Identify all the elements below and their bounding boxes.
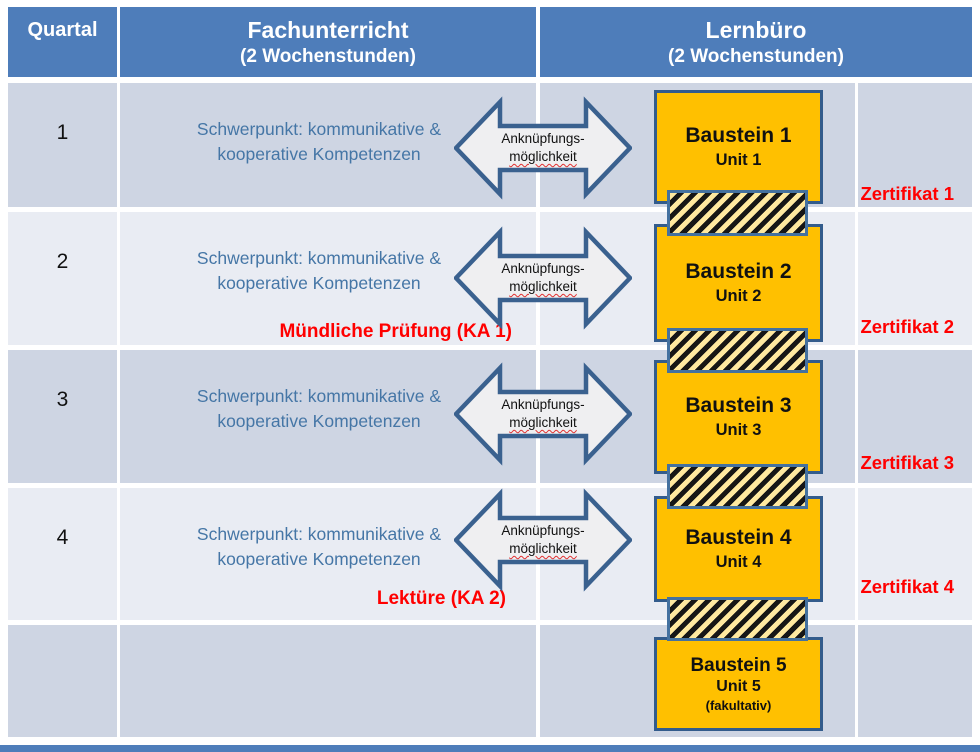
row5-fach-cell <box>120 625 536 737</box>
row3-cert-cell: Zertifikat 3 <box>858 350 972 483</box>
link-arrow-row2: Anknüpfungs- möglichkeit <box>454 220 632 336</box>
row2-quartal-cell: 2 <box>8 212 117 345</box>
link-arrow-row3: Anknüpfungs- möglichkeit <box>454 356 632 472</box>
baustein-box-4: Baustein 4 Unit 4 <box>654 496 823 602</box>
certificate-label-3: Zertifikat 3 <box>860 452 954 473</box>
row5-cert-cell <box>858 625 972 737</box>
hatch-connector-2 <box>667 328 808 373</box>
header-lern-sub: (2 Wochenstunden) <box>668 46 844 67</box>
row2-number: 2 <box>56 250 69 273</box>
row4-number: 4 <box>56 526 69 549</box>
row3-number: 3 <box>56 388 69 411</box>
double-arrow-icon <box>454 226 632 330</box>
header-cell-fachunterricht: Fachunterricht (2 Wochenstunden) <box>120 7 536 77</box>
arrow-label: Anknüpfungs- möglichkeit <box>501 261 585 294</box>
arrow-label: Anknüpfungs- möglichkeit <box>501 523 585 556</box>
row2-focus-text: Schwerpunkt: kommunikative & kooperative… <box>196 248 442 293</box>
double-arrow-icon <box>454 362 632 466</box>
arrow-label: Anknüpfungs- möglichkeit <box>501 131 585 164</box>
baustein-box-1: Baustein 1 Unit 1 <box>654 90 823 204</box>
row5-quartal-cell <box>8 625 117 737</box>
hatch-connector-3 <box>667 464 808 509</box>
header-quartal-label: Quartal <box>27 19 98 41</box>
hatch-connector-1 <box>667 190 808 236</box>
header-cell-quartal: Quartal <box>8 7 117 77</box>
double-arrow-icon <box>454 96 632 200</box>
hatch-connector-4 <box>667 597 808 641</box>
header-fach-sub: (2 Wochenstunden) <box>240 46 416 67</box>
row1-focus-text: Schwerpunkt: kommunikative & kooperative… <box>196 119 442 164</box>
baustein-box-5: Baustein 5 Unit 5 (fakultativ) <box>654 637 823 731</box>
certificate-label-2: Zertifikat 2 <box>860 316 954 337</box>
header-cell-lernbuero: Lernbüro (2 Wochenstunden) <box>540 7 972 77</box>
row4-focus-text: Schwerpunkt: kommunikative & kooperative… <box>196 524 442 569</box>
exam-label-ka2: Lektüre (KA 2) <box>376 588 506 609</box>
link-arrow-row1: Anknüpfungs- möglichkeit <box>454 90 632 206</box>
header-fach-title: Fachunterricht <box>247 17 409 43</box>
row4-cert-cell: Zertifikat 4 <box>858 488 972 620</box>
row4-quartal-cell: 4 <box>8 488 117 620</box>
arrow-label: Anknüpfungs- möglichkeit <box>501 397 585 430</box>
link-arrow-row4: Anknüpfungs- möglichkeit <box>454 482 632 598</box>
certificate-label-1: Zertifikat 1 <box>860 183 954 204</box>
row1-quartal-cell: 1 <box>8 83 117 207</box>
baustein-box-3: Baustein 3 Unit 3 <box>654 360 823 474</box>
baustein-box-2: Baustein 2 Unit 2 <box>654 224 823 342</box>
bottom-accent-bar <box>0 745 980 752</box>
double-arrow-icon <box>454 488 632 592</box>
row3-quartal-cell: 3 <box>8 350 117 483</box>
row3-focus-text: Schwerpunkt: kommunikative & kooperative… <box>196 386 442 431</box>
exam-label-ka1: Mündliche Prüfung (KA 1) <box>279 321 512 342</box>
row1-number: 1 <box>56 121 69 144</box>
row2-cert-cell: Zertifikat 2 <box>858 212 972 345</box>
row1-cert-cell: Zertifikat 1 <box>858 83 972 207</box>
certificate-label-4: Zertifikat 4 <box>860 576 954 597</box>
header-lern-title: Lernbüro <box>705 17 807 43</box>
